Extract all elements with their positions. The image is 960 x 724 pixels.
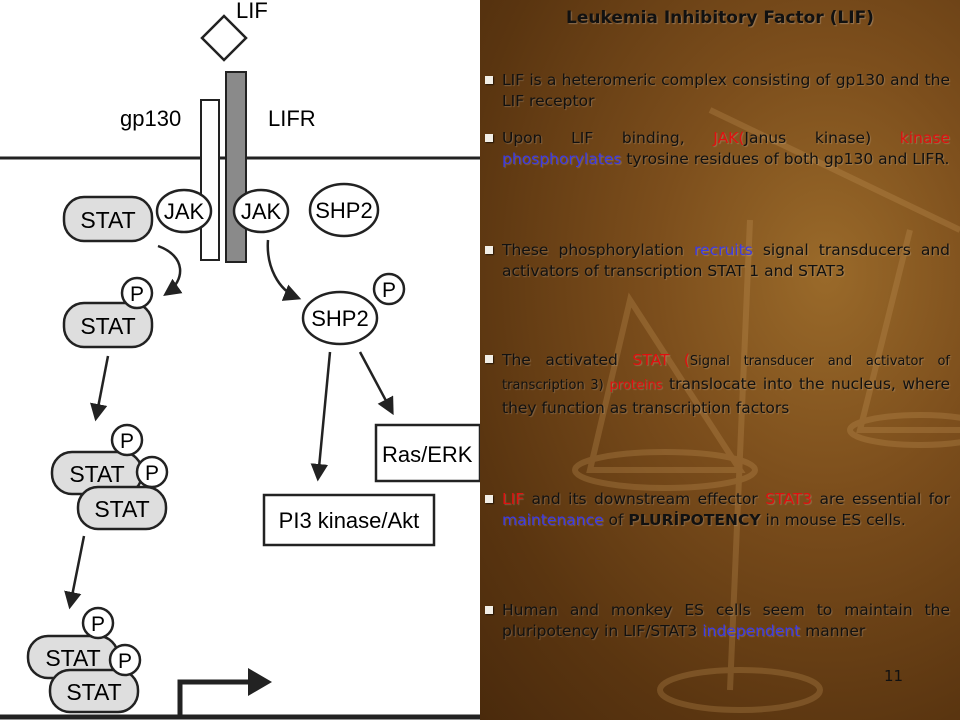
stat-dimer-1-label: STAT: [69, 461, 124, 487]
p-circle-4: [135, 455, 169, 489]
stat-phospho-label: STAT: [80, 313, 135, 339]
arrow-shp2-to-ras: [358, 351, 394, 416]
p-label-3: P: [120, 430, 134, 453]
stat-top-label: STAT: [80, 207, 135, 233]
bullet-square-icon: [485, 134, 493, 142]
bullet-3-text-2: signal transducers and activators of tra…: [502, 241, 950, 280]
arrow-dimer-to-nucleus: [64, 535, 86, 610]
pathway-svg: LIF gp130 LIFR JAK JAK STAT SHP2 STAT P …: [0, 0, 482, 720]
stat-nuc-2: [48, 668, 140, 714]
arrow-stat-to-dimer: [90, 355, 110, 422]
ras-erk-box: [374, 423, 482, 483]
p-circle-3: [110, 423, 144, 457]
bullet-3-recruits: recruits: [694, 241, 753, 259]
bullet-1: LIF is a heteromeric complex consisting …: [485, 70, 950, 112]
bullet-square-icon: [485, 355, 493, 363]
lifr-receptor: [225, 71, 247, 263]
jak-left-label: JAK: [164, 199, 205, 224]
shp2-top-label: SHP2: [315, 198, 372, 223]
bullet-2-kinase: kinase: [899, 129, 950, 147]
bullet-2: Upon LIF binding, JAK(Janus kinase) kina…: [485, 128, 950, 170]
transcription-start-arrow: [177, 679, 248, 717]
shp2-phospho-label: SHP2: [311, 306, 368, 331]
page-number: 11: [884, 667, 904, 685]
bullet-square-icon: [485, 76, 493, 84]
bullet-2-text-2: Janus kinase): [744, 129, 900, 147]
bullet-4-text-1: The activated: [502, 351, 633, 369]
slide-title: Leukemia Inhibitory Factor (LIF): [566, 8, 874, 28]
pi3k-box: [262, 493, 436, 547]
stat-dimer-2: [76, 485, 168, 531]
shp2-top: [308, 182, 380, 238]
bullet-square-icon: [485, 246, 493, 254]
text-panel: Leukemia Inhibitory Factor (LIF) LIF is …: [480, 0, 960, 720]
bullet-2-phosphorylates: phosphorylates: [502, 150, 622, 168]
jak-left: [155, 188, 213, 234]
bullet-5-text-1: and its downstream effector: [524, 490, 766, 508]
ras-erk-label: Ras/ERK: [382, 442, 473, 467]
stat-top: [62, 195, 154, 243]
bullet-3: These phosphorylation recruits signal tr…: [485, 240, 950, 282]
bullet-square-icon: [485, 606, 493, 614]
bullet-5-text-4: in mouse ES cells.: [760, 511, 906, 529]
jak-right-label: JAK: [241, 199, 282, 224]
bullet-5-lif: LIF: [502, 490, 525, 508]
jak-right: [232, 188, 290, 234]
bullet-square-icon: [485, 495, 493, 503]
bullet-5-maintenance: maintenance: [502, 511, 604, 529]
p-label-2: P: [382, 279, 396, 302]
arrow-jak-to-stat: [157, 244, 183, 297]
arrow-jak-to-shp2: [266, 239, 302, 301]
bullet-2-text-3: tyrosine residues of both gp130 and LIFR…: [621, 150, 950, 168]
p-circle-1: [120, 276, 154, 310]
stat-nuc-1-label: STAT: [45, 645, 100, 671]
bullet-5-text-2: are essential for: [812, 490, 950, 508]
stat-dimer-2-label: STAT: [94, 496, 149, 522]
bullet-4-proteins: proteins: [609, 378, 663, 393]
p-label-4: P: [145, 462, 159, 485]
arrow-shp2-to-pi3k: [310, 351, 332, 482]
bullet-5-pluripotency: PLURİPOTENCY: [628, 511, 761, 529]
bullet-4-stat: STAT (: [632, 351, 690, 369]
bullet-4: The activated STAT (Signal transducer an…: [485, 349, 950, 420]
p-circle-2: [372, 272, 406, 306]
bullet-1-text: LIF is a heteromeric complex consisting …: [502, 71, 950, 110]
shp2-phospho: [301, 290, 379, 346]
bullet-4-text-2: translocate into the nucleus, where they…: [502, 375, 950, 417]
p-circle-5: [81, 606, 115, 640]
lif-diamond: [200, 14, 248, 62]
transcription-arrowhead: [248, 668, 272, 696]
p-circle-6: [108, 643, 142, 677]
stat-phospho: [62, 301, 154, 349]
bullet-4-stat-expansion: Signal transducer and activator of trans…: [502, 354, 950, 393]
bullet-6: Human and monkey ES cells seem to mainta…: [485, 600, 950, 642]
bullet-6-text-1: Human and monkey ES cells seem to mainta…: [502, 601, 950, 640]
gp130-label: gp130: [120, 106, 181, 131]
bullet-6-independent: independent: [702, 622, 801, 640]
bullet-2-text-1: Upon LIF binding,: [502, 129, 714, 147]
bullet-5: LIF and its downstream effector STAT3 ar…: [485, 489, 950, 531]
scale-of-justice-background: [572, 107, 960, 713]
stat-nuc-2-label: STAT: [66, 679, 121, 705]
bullet-5-text-3: of: [603, 511, 629, 529]
lif-pathway-diagram: LIF gp130 LIFR JAK JAK STAT SHP2 STAT P …: [0, 0, 482, 720]
bullet-5-stat3: STAT3: [765, 490, 813, 508]
p-label-5: P: [91, 613, 105, 636]
lif-label: LIF: [236, 0, 268, 23]
pi3k-label: PI3 kinase/Akt: [279, 508, 420, 533]
bullet-6-text-2: manner: [800, 622, 866, 640]
bullet-2-jak: JAK(: [713, 129, 745, 147]
bullet-3-text-1: These phosphorylation: [502, 241, 694, 259]
gp130-receptor: [200, 99, 220, 261]
p-label-1: P: [130, 283, 144, 306]
p-label-6: P: [118, 650, 132, 673]
lifr-label: LIFR: [268, 106, 316, 131]
